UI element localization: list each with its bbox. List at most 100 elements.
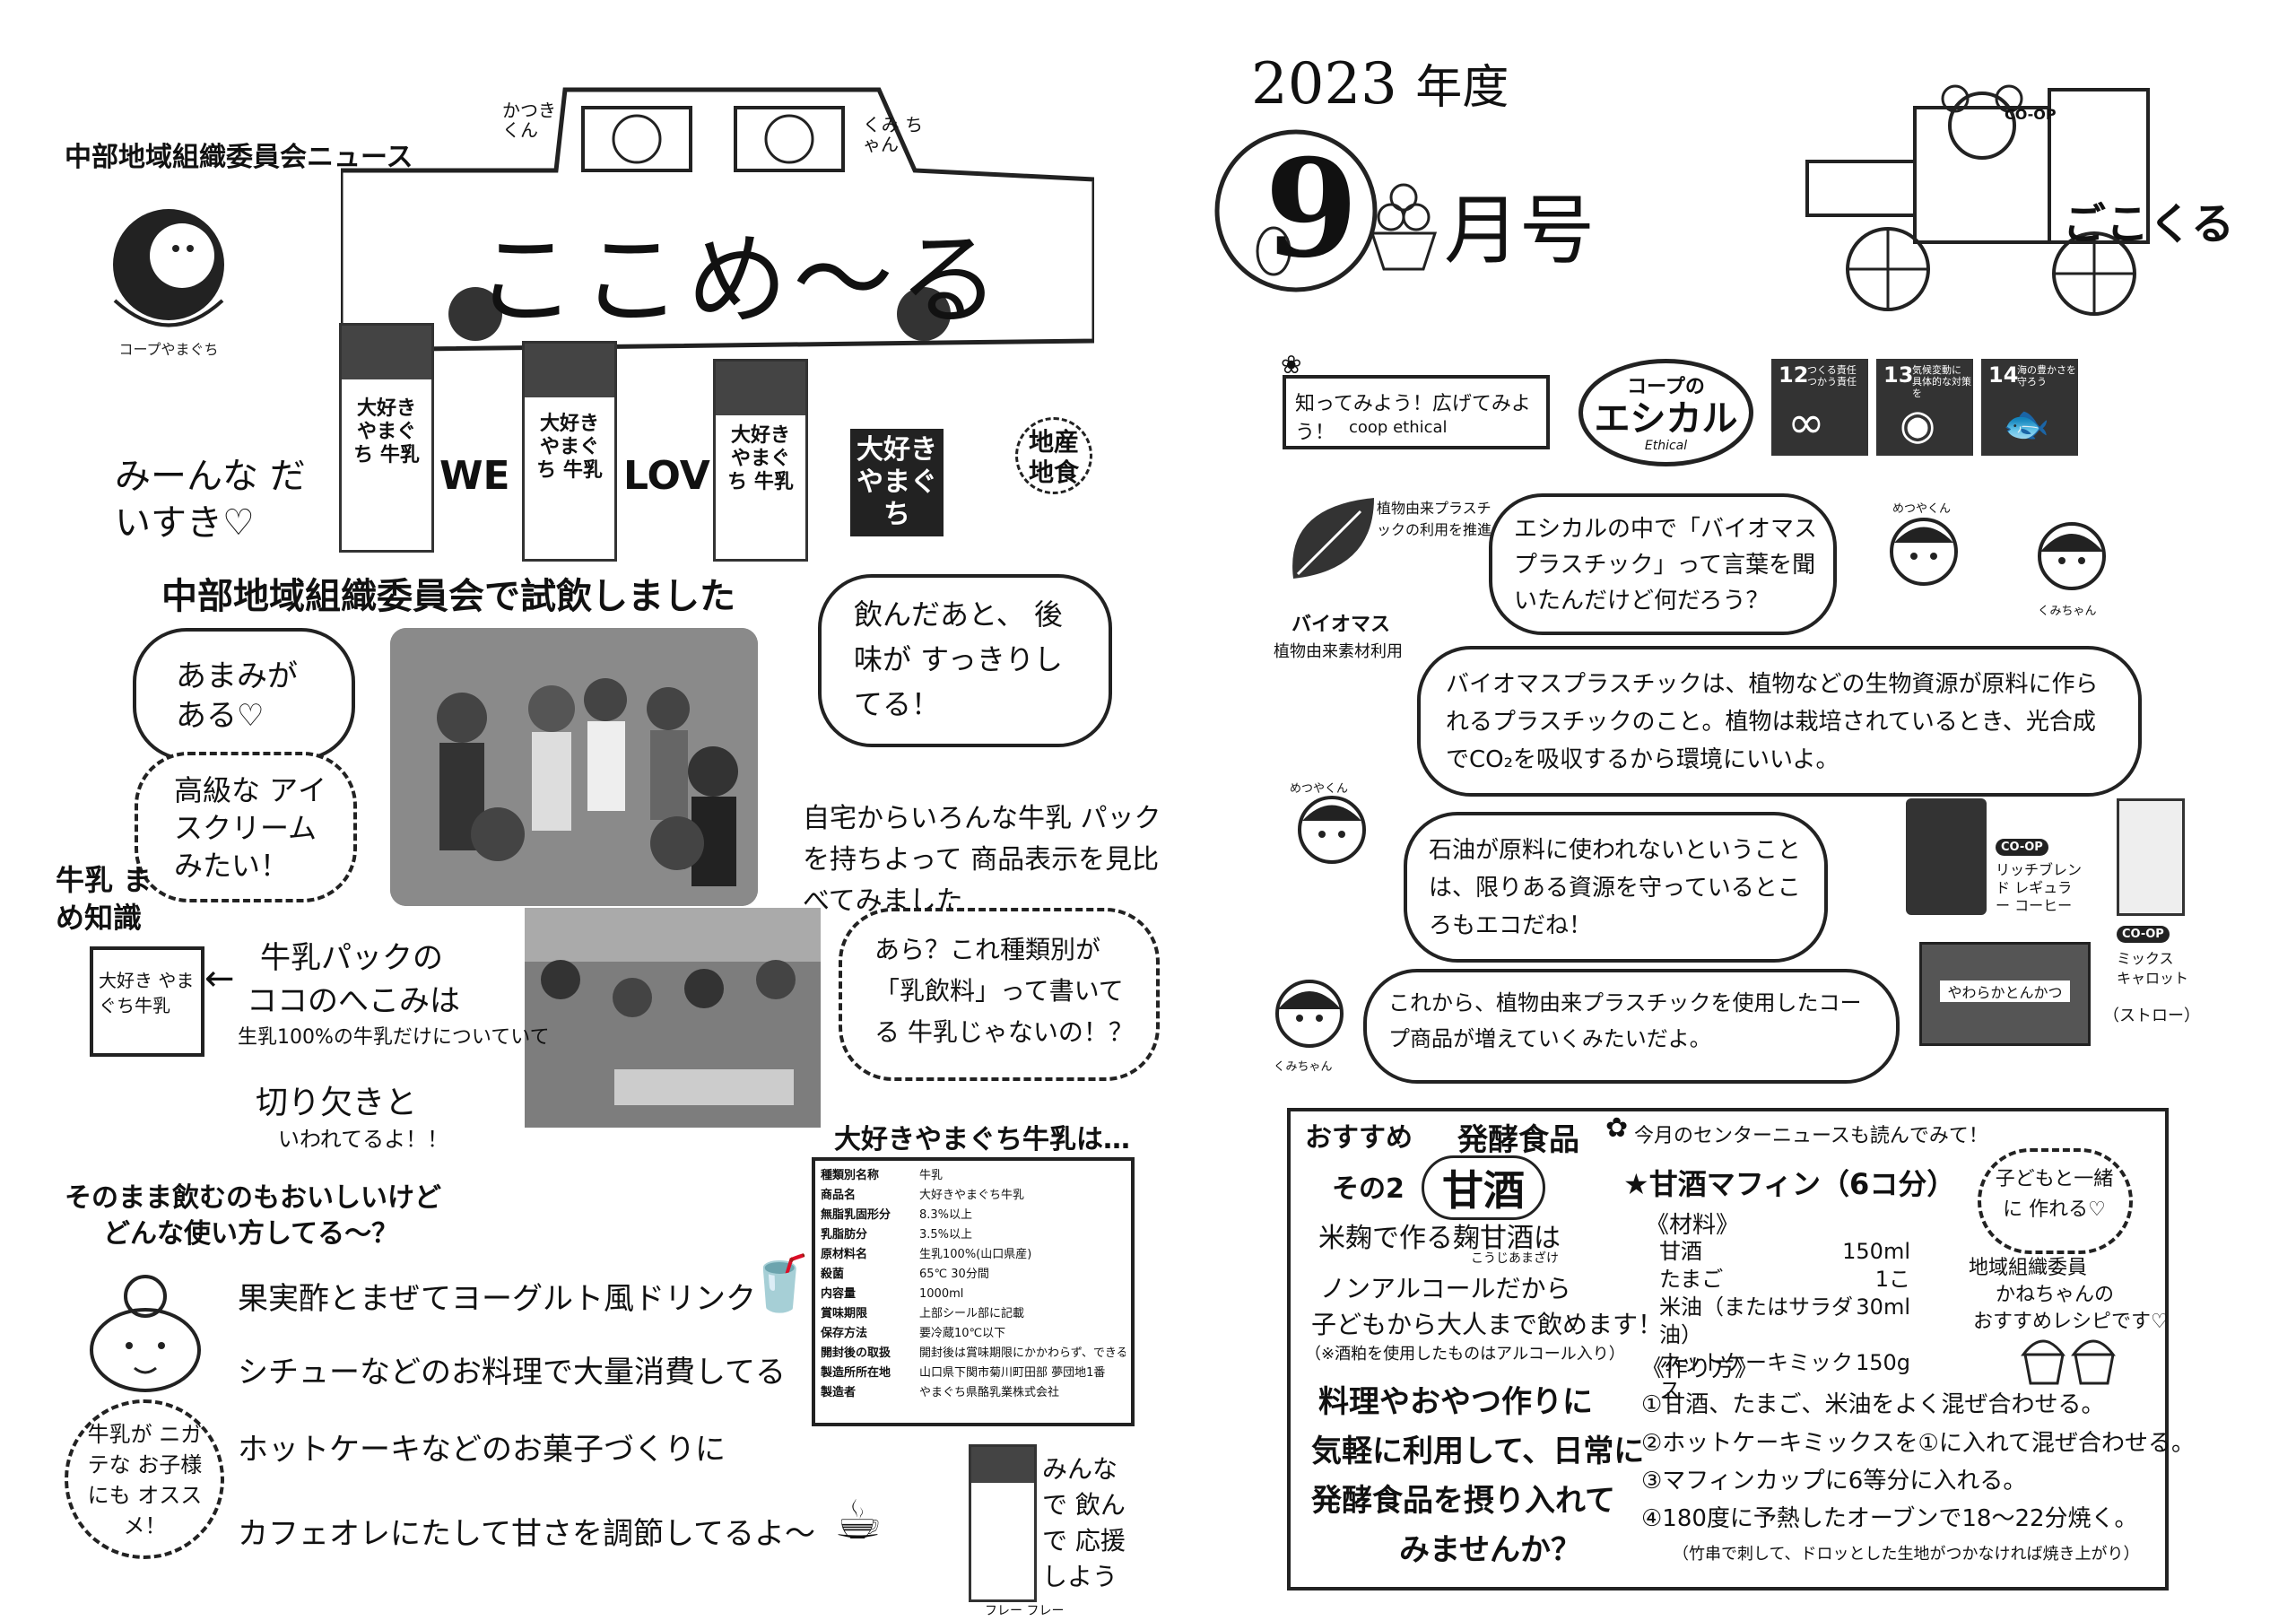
label-value: 65℃ 30分間	[919, 1268, 989, 1281]
usage-item-1: 果実酢とまぜてヨーグルト風ドリンク	[238, 1281, 756, 1317]
bubble-kids: 牛乳が ニガテな お子様にも オススメ！	[65, 1399, 224, 1559]
truck-coop-label: CO-OP	[2005, 106, 2057, 123]
katsuki-name-1: めつやくん	[1892, 502, 1952, 516]
mame-line4: 切り欠きと	[256, 1085, 418, 1121]
answer-bubble-text: バイオマスプラスチックは、植物などの生物資源が原料に作られるプラスチックのこと。…	[1446, 671, 2099, 773]
milk-carton-2: 大好き やまぐち 牛乳	[522, 341, 617, 562]
kumi-face-icon-2	[1269, 973, 1350, 1054]
rec-no: その2	[1332, 1173, 1405, 1205]
fure-text: フレー フレー	[985, 1604, 1065, 1618]
bubble-aftertaste-text: 飲んだあと、 後味が すっきりしてる！	[854, 597, 1063, 721]
bubble-sweet: あまみが ある♡	[133, 628, 355, 761]
label-key: 無脂乳固形分	[821, 1208, 891, 1222]
label-key: 内容量	[821, 1287, 857, 1301]
newsletter-title: ここめ～る	[475, 222, 1004, 339]
label-row: 賞味期限上部シール部に記載	[821, 1304, 1126, 1324]
sdg-13-tile: 13 気候変動に 具体的な対策を ◉	[1876, 359, 1973, 456]
cheer-text: みんなで 飲んで 応援しよう	[1042, 1454, 1126, 1591]
dango-icon	[1368, 179, 1439, 278]
tonkatsu-pack-image: やわらかとんかつ	[1919, 942, 2091, 1046]
label-key: 殺菌	[821, 1268, 845, 1281]
label-value: やまぐち県酪乳業株式会社	[919, 1386, 1060, 1399]
answer-bubble: バイオマスプラスチックは、植物などの生物資源が原料に作られるプラスチックのこと。…	[1417, 646, 2142, 797]
question-bubble: エシカルの中で「バイオマスプラスチック」って言葉を聞いたんだけど何だろう？	[1489, 493, 1837, 635]
label-row: 製造者 やまぐち県酪乳業株式会社	[821, 1383, 1126, 1403]
label-key: 賞味期限	[821, 1307, 868, 1320]
label-key: 製造所所在地	[821, 1366, 891, 1380]
truck-logo-text: ごこくる	[2063, 199, 2235, 249]
recipe-note: （竹串で刺して、ドロッとした生地がつかなければ焼き上がり）	[1673, 1545, 2140, 1564]
coop-truck-icon	[1771, 63, 2157, 332]
step-3: ③マフィンカップに6等分に入れる。	[1641, 1468, 2027, 1495]
promo-4: みませんか？	[1399, 1532, 1581, 1568]
promo-1: 料理やおやつ作りに	[1318, 1384, 1593, 1420]
sdg-13-number: 13	[1883, 362, 1914, 388]
method-head: 《作り方》	[1641, 1355, 1759, 1382]
kumi-label: くみ ちゃん	[863, 114, 924, 155]
kumi-face-icon	[2031, 516, 2112, 597]
label-row: 殺菌 65℃ 30分間	[821, 1265, 1126, 1285]
label-value: 要冷蔵10℃以下	[919, 1327, 1006, 1340]
material-name: 米油（またはサラダ油）	[1659, 1294, 1853, 1347]
material-item: 米油（またはサラダ油）30ml	[1659, 1294, 1910, 1349]
moon-icon	[1211, 126, 1381, 296]
label-key: 製造者	[821, 1386, 857, 1399]
month-suffix: 月号	[1444, 187, 1596, 275]
bubble-type: あら？これ種類別が 「乳飲料」って書いてる 牛乳じゃないの！？	[839, 908, 1160, 1081]
eye-globe-icon: ◉	[1900, 400, 1936, 449]
coffee-name: リッチブレンド レギュラー コーヒー	[1996, 861, 2083, 914]
label-key: 開封後の取扱	[821, 1346, 891, 1360]
label-value: 山口県下関市菊川町田部 夢団地1番	[919, 1366, 1106, 1380]
label-value: 大好きやまぐち牛乳	[919, 1189, 1025, 1202]
glass-icon: 🥤	[746, 1252, 813, 1315]
muffin-icon	[2016, 1328, 2124, 1390]
daisuki-badge: 大好き やまぐち	[850, 429, 944, 536]
compare-text: 自宅からいろんな牛乳 パックを持ちよって 商品表示を見比べてみました	[803, 803, 1161, 917]
kanechan-1: 地域組織委員	[1969, 1257, 2088, 1279]
nonalc-3: （※酒粕を使用したものはアルコール入り）	[1305, 1345, 1625, 1364]
katsuki-face-icon-2	[1292, 789, 1372, 870]
tonkatsu-text: やわらかとんかつ	[1940, 980, 2070, 1002]
material-amount: 30ml	[1856, 1294, 1910, 1320]
coffee-bag-image	[1906, 798, 1987, 915]
coffee-coop-tag: CO-OP	[1996, 839, 2048, 856]
kids-bubble-text: 子どもと一緒に 作れる♡	[1995, 1168, 2114, 1221]
kanechan-2: かねちゃんの	[1996, 1284, 2115, 1306]
label-row: 商品名 大好きやまぐち牛乳	[821, 1186, 1126, 1206]
label-key: 種類別名称	[821, 1169, 880, 1182]
bio-sub: 植物由来素材利用	[1274, 642, 1403, 661]
kids-bubble: 子どもと一緒に 作れる♡	[1978, 1148, 2133, 1254]
label-row: 原材料名 生乳100%(山口県産)	[821, 1245, 1126, 1265]
bubble-kids-text: 牛乳が ニガテな お子様にも オススメ！	[87, 1422, 203, 1538]
tasting-photo-1	[390, 628, 758, 906]
koji-text: 米麹で作る麹甘酒は	[1318, 1223, 1561, 1254]
bubble-sweet-text: あまみが ある♡	[176, 658, 298, 734]
coffee-cup-icon: ☕	[834, 1489, 883, 1552]
label-value: 3.5%以上	[919, 1228, 973, 1242]
label-key: 原材料名	[821, 1248, 868, 1261]
usage-item-4: カフェオレにたして甘さを調節してるよ～	[238, 1516, 815, 1552]
material-amount: 150ml	[1842, 1239, 1910, 1264]
shitte-text: 知ってみよう！広げてみよう！	[1295, 393, 1531, 444]
label-value: 生乳100%(山口県産)	[919, 1248, 1032, 1261]
label-key: 商品名	[821, 1189, 857, 1202]
sdg-13-text: 気候変動に 具体的な対策を	[1912, 364, 1971, 399]
label-key: 保存方法	[821, 1327, 868, 1340]
we-label: WE	[439, 453, 510, 499]
bubble-type-text: あら？これ種類別が 「乳飲料」って書いてる 牛乳じゃないの！？	[874, 935, 1134, 1047]
leaf-left-icon: ❀	[1281, 350, 1302, 379]
coop-logo-icon: コープやまぐち	[97, 193, 240, 363]
love-text: みーんな だいすき♡	[115, 456, 306, 544]
bubble-icecream-text: 高級な アイスクリーム みたい！	[174, 773, 327, 883]
step-4: ④180度に予熱したオーブンで18～22分焼く。	[1641, 1505, 2138, 1532]
ethical-logo: コープの エシカル Ethical	[1578, 359, 1753, 466]
amazake-label: 甘酒	[1422, 1155, 1545, 1220]
month-number: 9	[1265, 130, 1359, 288]
